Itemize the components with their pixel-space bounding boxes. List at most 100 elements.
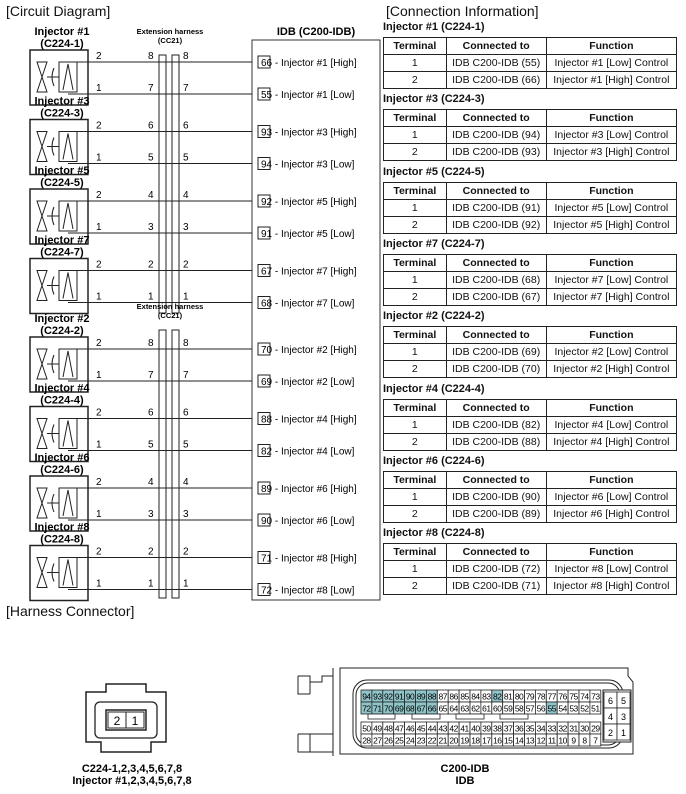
idb-pin-number: 20 <box>449 736 458 746</box>
idb-pin-number: 77 <box>548 692 557 702</box>
injector-code: (C224-2) <box>40 325 84 337</box>
column-header: Connected to <box>445 470 547 489</box>
table-title: Injector #5 (C224-5) <box>383 165 485 178</box>
column-header: Function <box>545 543 678 562</box>
table-cell: Injector #1 [High] Control <box>545 71 678 89</box>
idb-pin-number: 22 <box>428 736 437 746</box>
table-cell: Injector #4 [Low] Control <box>545 415 678 434</box>
injector-valve-icon <box>36 200 48 232</box>
idb-terminal <box>257 226 271 240</box>
harness-pin-number: 3 <box>148 222 154 233</box>
idb-pin-number: 8 <box>582 736 587 746</box>
idb-pin-number: 17 <box>482 736 491 746</box>
table-cell: 1 <box>383 198 447 217</box>
idb-pin-number: 39 <box>482 724 491 734</box>
solenoid-coil-icon <box>62 350 74 378</box>
idb-pin-label: 69 - Injector #2 [Low] <box>261 377 355 388</box>
circuit-diagram-heading: [Circuit Diagram] <box>6 3 111 19</box>
idb-pin-number: 34 <box>537 724 546 734</box>
table-title: Injector #1 (C224-1) <box>383 21 485 33</box>
table-cell: Injector #3 [High] Control <box>545 143 678 162</box>
column-header: Terminal <box>383 326 447 345</box>
idb-pin-number: 76 <box>558 692 567 702</box>
idb-pin-number: 16 <box>493 736 502 746</box>
harness-pin-number: 8 <box>183 51 189 62</box>
injector-name: Injector #7 <box>34 235 89 247</box>
column-header: Terminal <box>383 398 447 417</box>
table-title: Injector #7 (C224-7) <box>383 237 485 250</box>
table-cell: 2 <box>383 287 447 306</box>
column-header: Function <box>545 398 678 417</box>
table-cell: IDB C200-IDB (93) <box>445 143 547 162</box>
idb-pin-number: 42 <box>449 724 458 734</box>
idb-pin-number: 53 <box>569 704 578 714</box>
idb-pin-number: 19 <box>460 736 469 746</box>
idb-pin-number: 25 <box>395 736 404 746</box>
injector-name: Injector #8 <box>34 522 89 534</box>
idb-pin-number: 21 <box>439 736 448 746</box>
injector-code: (C224-7) <box>40 247 84 259</box>
idb-terminal <box>257 296 271 309</box>
idb-side-pin-number: 6 <box>608 696 613 706</box>
idb-key-slot <box>411 713 441 720</box>
injector-valve-icon <box>36 487 48 519</box>
harness-pin-number: 7 <box>183 83 189 94</box>
idb-pin-number: 92 <box>384 692 393 702</box>
table-cell: 2 <box>383 71 447 89</box>
idb-terminal <box>257 374 271 388</box>
table-cell: IDB C200-IDB (91) <box>445 198 547 217</box>
column-header: Function <box>545 470 678 489</box>
idb-connector-latch <box>297 668 334 756</box>
solenoid-coil-icon <box>62 272 74 299</box>
table-cell: Injector #7 [High] Control <box>545 287 678 306</box>
harness-bar <box>171 329 180 599</box>
idb-side-pin <box>616 723 631 741</box>
injector-code: (C224-4) <box>40 395 84 407</box>
column-header: Terminal <box>383 181 447 200</box>
idb-pin-number: 27 <box>373 736 382 746</box>
injector-plunger-icon <box>47 137 59 156</box>
column-header: Terminal <box>383 470 447 489</box>
idb-pin-number: 51 <box>591 704 600 714</box>
injector-valve-icon <box>36 270 48 301</box>
idb-pin-number: 79 <box>526 692 535 702</box>
table-cell: 1 <box>383 415 447 434</box>
injector-pin-number: 1 <box>96 153 102 164</box>
harness-pin-number: 4 <box>183 190 189 201</box>
column-header: Connected to <box>445 398 547 417</box>
table-cell: 1 <box>383 270 447 289</box>
extension-harness-code: (CC21) <box>158 36 183 45</box>
injector-code: (C224-5) <box>40 177 84 189</box>
idb-pin-label: 67 - Injector #7 [High] <box>261 267 357 278</box>
column-header: Function <box>545 181 678 200</box>
harness-pin-number: 8 <box>148 338 154 349</box>
idb-pin-number: 45 <box>417 724 426 734</box>
idb-pin-label: 94 - Injector #3 [Low] <box>261 160 355 171</box>
column-header: Connected to <box>445 543 547 562</box>
harness-pin-number: 7 <box>148 83 154 94</box>
idb-pin-number: 91 <box>395 692 404 702</box>
idb-pin-number: 38 <box>493 724 502 734</box>
harness-pin-number: 2 <box>148 547 154 558</box>
idb-pin-number: 54 <box>558 704 567 714</box>
idb-pin-label: 55 - Injector #1 [Low] <box>261 90 355 101</box>
idb-pin-number: 37 <box>504 724 513 734</box>
idb-terminal <box>257 444 271 457</box>
harness-bar <box>171 54 180 314</box>
injector-plunger-icon <box>47 206 59 226</box>
idb-pin-number: 23 <box>417 736 426 746</box>
table-cell: IDB C200-IDB (90) <box>445 487 547 506</box>
idb-pin-label: 90 - Injector #6 [Low] <box>261 516 355 527</box>
table-cell: Injector #2 [High] Control <box>545 360 678 379</box>
idb-pin-number: 24 <box>406 736 415 746</box>
idb-pin-number: 65 <box>439 704 448 714</box>
idb-side-pin-number: 3 <box>621 712 626 722</box>
table-cell: IDB C200-IDB (72) <box>445 560 547 579</box>
